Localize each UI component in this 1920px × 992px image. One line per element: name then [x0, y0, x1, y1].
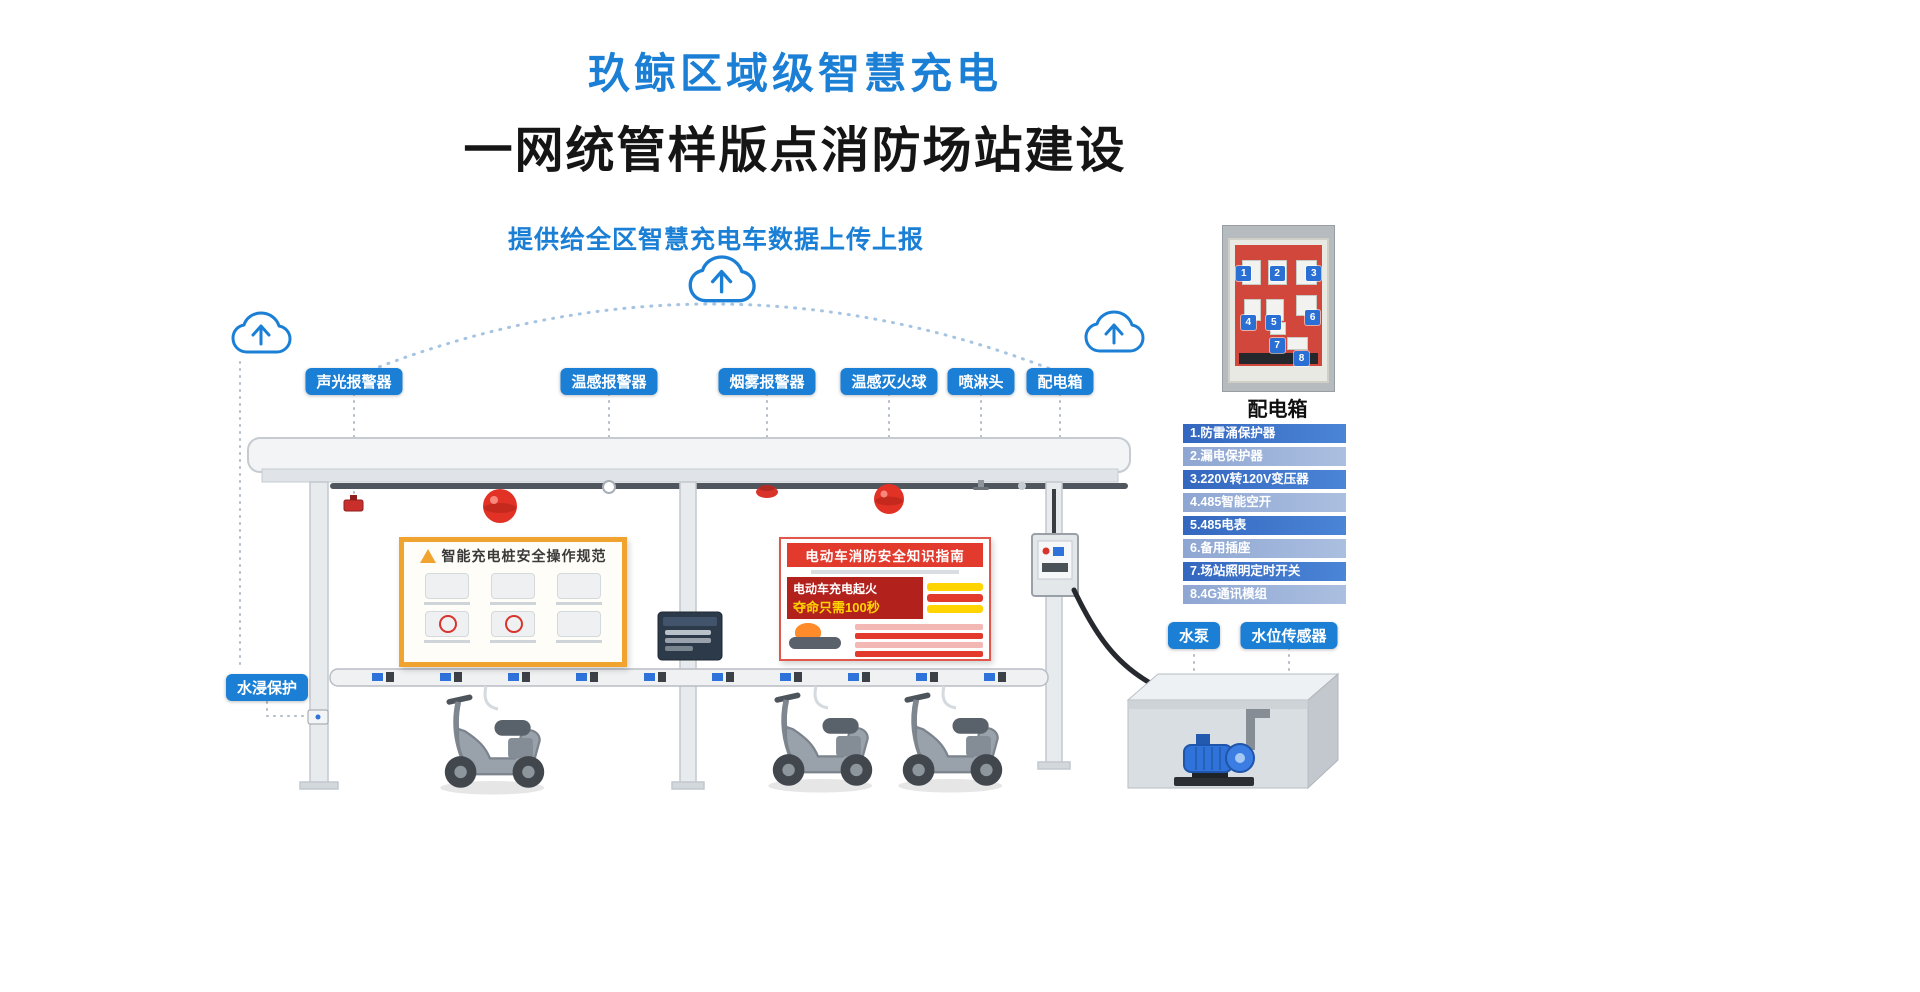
upload-arrow-icon — [251, 324, 271, 346]
upload-subtitle: 提供给全区智慧充电车数据上传上报 — [507, 226, 925, 254]
wall-distribution-box — [1031, 489, 1079, 597]
charging-rail — [329, 668, 1049, 711]
list-item: 3.220V转120V变压器 — [1183, 470, 1346, 489]
photo-badge-3: 3 — [1306, 265, 1322, 281]
photo-badge-6: 6 — [1305, 310, 1321, 326]
distribution-box-photo: 1 2 3 4 5 6 7 8 — [1222, 225, 1335, 392]
fire-warning-line2: 夺命只需100秒 — [793, 600, 880, 615]
cloud-upload-left — [231, 311, 292, 354]
list-item: 6.备用插座 — [1183, 539, 1346, 558]
fire-extinguishing-ball-right — [874, 484, 904, 514]
list-item: 7.场站照明定时开关 — [1183, 562, 1346, 581]
prohibition-pictogram — [425, 611, 469, 637]
callout-distribution-box: 配电箱 — [1026, 368, 1094, 395]
poster-right-subtitle-bar — [811, 570, 959, 574]
list-item: 4.485智能空开 — [1183, 493, 1346, 512]
scooter-left — [440, 697, 544, 794]
cloud-upload-right — [1084, 310, 1145, 353]
warning-triangle-icon — [419, 549, 436, 563]
fire-warning-box: 电动车充电起火 夺命只需100秒 — [787, 577, 923, 619]
distribution-box-component-list: 1.防雷涌保护器 2.漏电保护器 3.220V转120V变压器 4.485智能空… — [1183, 424, 1346, 604]
safety-pictogram — [425, 573, 469, 599]
callout-water-level-sensor: 水位传感器 — [1240, 622, 1338, 649]
poster-charging-safety: 智能充电桩安全操作规范 — [399, 537, 627, 667]
list-item: 8.4G通讯模组 — [1183, 585, 1346, 604]
poster-right-tags — [927, 577, 983, 619]
upload-arrow-icon — [710, 269, 733, 294]
fire-extinguishing-ball-left — [483, 489, 517, 523]
ceiling-fitting — [1018, 482, 1026, 490]
poster-right-text-rows — [855, 623, 983, 657]
callout-smoke-alarm: 烟雾报警器 — [718, 368, 816, 395]
poster-left-title: 智能充电桩安全操作规范 — [441, 548, 607, 564]
canopy-roof — [247, 437, 1131, 489]
prohibition-pictogram — [491, 611, 535, 637]
terminal-strip — [1239, 353, 1318, 364]
callout-sound-light-alarm: 声光报警器 — [305, 368, 403, 395]
photo-badge-5: 5 — [1266, 315, 1282, 331]
charging-sockets — [372, 672, 1006, 682]
callout-water-immersion-protection: 水浸保护 — [225, 674, 309, 701]
temp-alarm-device — [602, 480, 616, 494]
fire-warning-line1: 电动车充电起火 — [793, 582, 878, 596]
charging-cables — [483, 685, 957, 711]
callout-sprinkler-head: 喷淋头 — [947, 368, 1015, 395]
page-title-line2: 一网统管样版点消防场站建设 — [463, 124, 1127, 178]
sound-light-alarm-device — [343, 495, 364, 512]
ceiling-devices — [343, 480, 1026, 523]
cloud-upload-center — [688, 255, 756, 303]
page-title-line1: 玖鲸区域级智慧充电 — [587, 50, 1002, 97]
sprinkler-device — [973, 480, 989, 490]
scooter-right — [898, 695, 1002, 792]
poster-left-icon-grid — [404, 566, 622, 643]
callout-water-pump: 水泵 — [1167, 622, 1221, 649]
distribution-box-title: 配电箱 — [1247, 399, 1308, 421]
list-item: 1.防雷涌保护器 — [1183, 424, 1346, 443]
safety-pictogram — [557, 611, 601, 637]
photo-badge-1: 1 — [1236, 265, 1252, 281]
list-item: 5.485电表 — [1183, 516, 1346, 535]
scooter-middle — [768, 695, 872, 792]
smoke-alarm-device — [756, 485, 778, 498]
photo-badge-2: 2 — [1269, 265, 1285, 281]
photo-badge-7: 7 — [1269, 338, 1285, 354]
safety-pictogram — [491, 573, 535, 599]
burning-scooter-illustration — [787, 623, 849, 653]
list-item: 2.漏电保护器 — [1183, 447, 1346, 466]
photo-badge-4: 4 — [1240, 315, 1256, 331]
safety-pictogram — [557, 573, 601, 599]
callout-temp-alarm: 温感报警器 — [560, 368, 658, 395]
poster-fire-safety: 电动车消防安全知识指南 电动车充电起火 夺命只需100秒 — [779, 537, 991, 661]
page-title: 玖鲸区域级智慧充电 一网统管样版点消防场站建设 — [0, 40, 1590, 182]
water-immersion-sensor-device — [307, 709, 329, 725]
photo-badge-8: 8 — [1294, 351, 1310, 367]
callout-temp-fire-ball: 温感灭火球 — [840, 368, 938, 395]
data-upload-arc — [344, 302, 1080, 382]
charging-pile-panel — [657, 611, 723, 661]
upload-arrow-icon — [1104, 323, 1124, 345]
water-pump-device — [1174, 709, 1270, 786]
poster-right-title: 电动车消防安全知识指南 — [787, 543, 983, 567]
